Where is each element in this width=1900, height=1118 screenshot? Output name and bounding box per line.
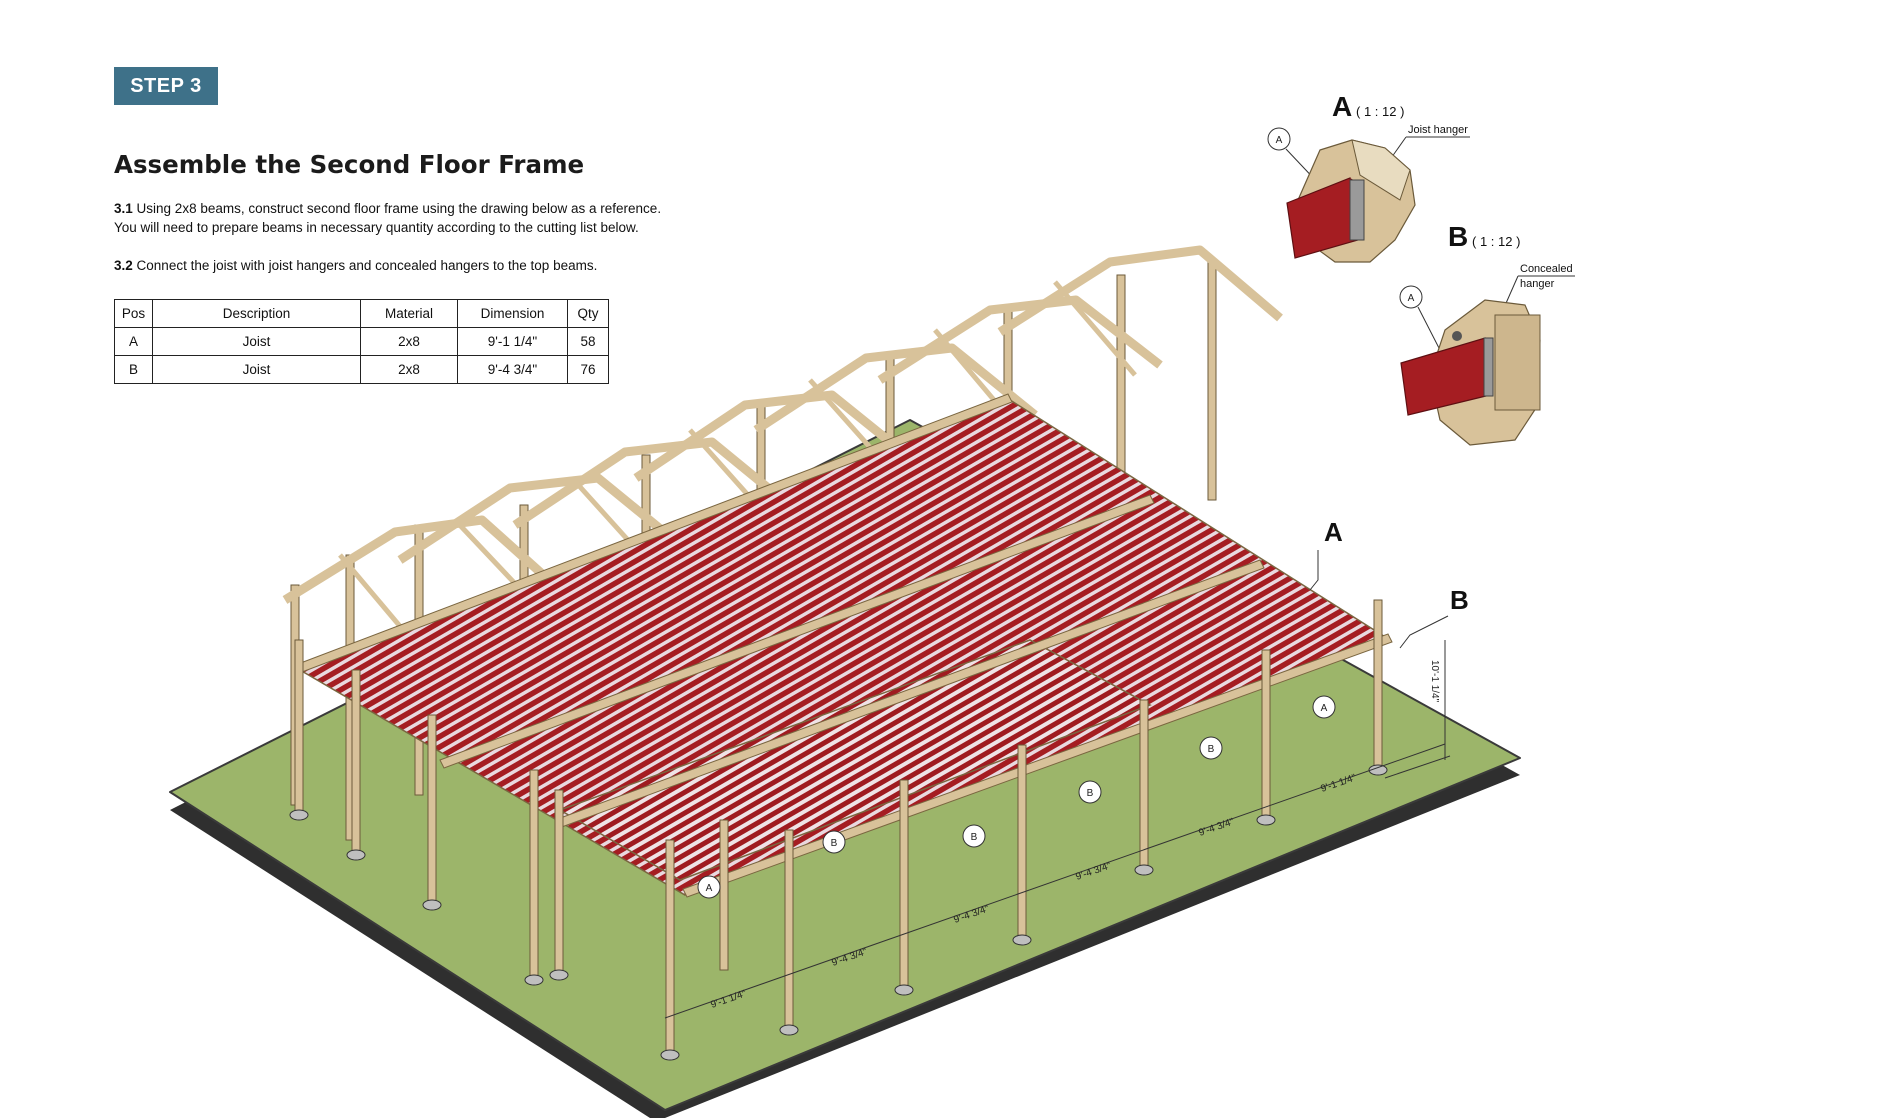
- bubble-label: A: [706, 883, 713, 894]
- table-cell: 76: [567, 355, 609, 384]
- bubble-label: B: [1087, 788, 1094, 799]
- instruction-number: 3.1: [114, 201, 133, 216]
- instruction-text: Using 2x8 beams, construct second floor …: [136, 201, 662, 216]
- detail-a-callout: Joist hanger: [1408, 124, 1468, 136]
- detail-marker-a: A: [1324, 517, 1343, 547]
- instruction-3-2: 3.2 Connect the joist with joist hangers…: [114, 256, 734, 275]
- detail-b-inset: B ( 1 : 12 ) Concealed hanger A: [1399, 221, 1575, 446]
- table-cell: B: [114, 355, 153, 384]
- bubble-label: B: [831, 838, 838, 849]
- table-row: B Joist 2x8 9'-4 3/4" 76: [114, 355, 609, 384]
- instruction-text: You will need to prepare beams in necess…: [114, 220, 639, 235]
- front-wall-posts: [294, 599, 1383, 1056]
- cutting-list-table: Pos Description Material Dimension Qty A…: [114, 299, 609, 384]
- bubble-label: B: [971, 832, 978, 843]
- detail-a-inset: A ( 1 : 12 ) Joist hanger A: [1267, 91, 1470, 263]
- table-cell: Joist: [152, 355, 361, 384]
- table-cell: Joist: [152, 327, 361, 356]
- table-cell: 2x8: [360, 355, 458, 384]
- step-badge: STEP 3: [114, 67, 218, 105]
- height-dimension-label: 10'-1 1/4": [1429, 660, 1440, 703]
- column-header: Dimension: [457, 299, 568, 328]
- callout-bubbles: A B B B B A: [697, 695, 1336, 899]
- detail-b-callout-2: hanger: [1520, 278, 1555, 290]
- bubble-label: A: [1321, 703, 1328, 714]
- post-footings: [289, 764, 1388, 1061]
- detail-a-marker: A: [1276, 135, 1283, 146]
- instruction-text: Connect the joist with joist hangers and…: [136, 258, 598, 273]
- table-cell: 58: [567, 327, 609, 356]
- detail-b-letter: B: [1448, 221, 1468, 252]
- top-beams: [297, 393, 1393, 898]
- detail-markers: A B: [1309, 517, 1469, 649]
- detail-a-letter: A: [1332, 91, 1352, 122]
- joist-deck-front: [558, 639, 1152, 881]
- detail-a-scale: ( 1 : 12 ): [1356, 104, 1404, 119]
- table-cell: 9'-1 1/4": [457, 327, 568, 356]
- instruction-3-1: 3.1 Using 2x8 beams, construct second fl…: [114, 199, 734, 237]
- page-title: Assemble the Second Floor Frame: [114, 150, 585, 179]
- detail-b-scale: ( 1 : 12 ): [1472, 234, 1520, 249]
- table-row: A Joist 2x8 9'-1 1/4" 58: [114, 327, 609, 356]
- dimension-chain: [664, 640, 1451, 1019]
- detail-b-marker: A: [1408, 293, 1415, 304]
- instruction-number: 3.2: [114, 258, 133, 273]
- table-cell: 2x8: [360, 327, 458, 356]
- table-cell: 9'-4 3/4": [457, 355, 568, 384]
- detail-marker-b: B: [1450, 585, 1469, 615]
- bubble-label: B: [1208, 744, 1215, 755]
- detail-b-callout-1: Concealed: [1520, 263, 1573, 275]
